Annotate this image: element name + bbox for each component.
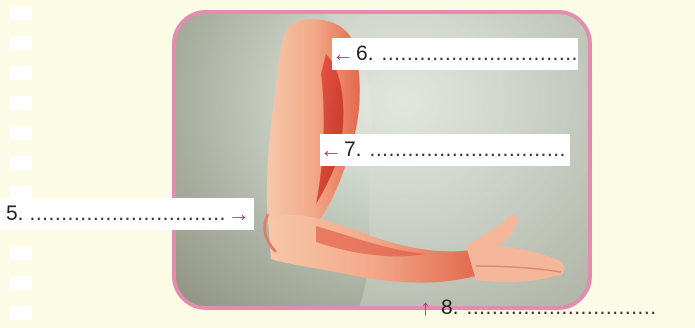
answer-blank[interactable]: .............................. bbox=[467, 296, 657, 320]
strip-square bbox=[10, 156, 32, 170]
label-7-box: ← 7. ............................... bbox=[320, 134, 570, 166]
strip-square bbox=[10, 96, 32, 110]
label-number: 8. bbox=[441, 296, 459, 320]
left-arrow-icon: ← bbox=[332, 43, 354, 65]
label-6-box: ← 6. ............................... bbox=[332, 38, 578, 70]
strip-square bbox=[10, 276, 32, 290]
margin-strip bbox=[0, 0, 44, 328]
up-arrow-icon: ↑ bbox=[420, 297, 431, 319]
strip-square bbox=[10, 66, 32, 80]
strip-square bbox=[10, 306, 32, 320]
strip-square bbox=[10, 6, 32, 20]
label-5-box: 5. ............................... → bbox=[0, 198, 254, 230]
strip-square bbox=[10, 126, 32, 140]
answer-blank[interactable]: ............................... bbox=[382, 42, 578, 66]
label-8: ↑ 8. .............................. bbox=[420, 292, 657, 324]
label-number: 6. bbox=[356, 42, 374, 66]
answer-blank[interactable]: ............................... bbox=[370, 138, 566, 162]
strip-square bbox=[10, 36, 32, 50]
right-arrow-icon: → bbox=[228, 203, 250, 225]
label-number: 7. bbox=[344, 138, 362, 162]
label-number: 5. bbox=[6, 202, 24, 226]
answer-blank[interactable]: ............................... bbox=[30, 202, 226, 226]
left-arrow-icon: ← bbox=[320, 139, 342, 161]
strip-square bbox=[10, 246, 32, 260]
